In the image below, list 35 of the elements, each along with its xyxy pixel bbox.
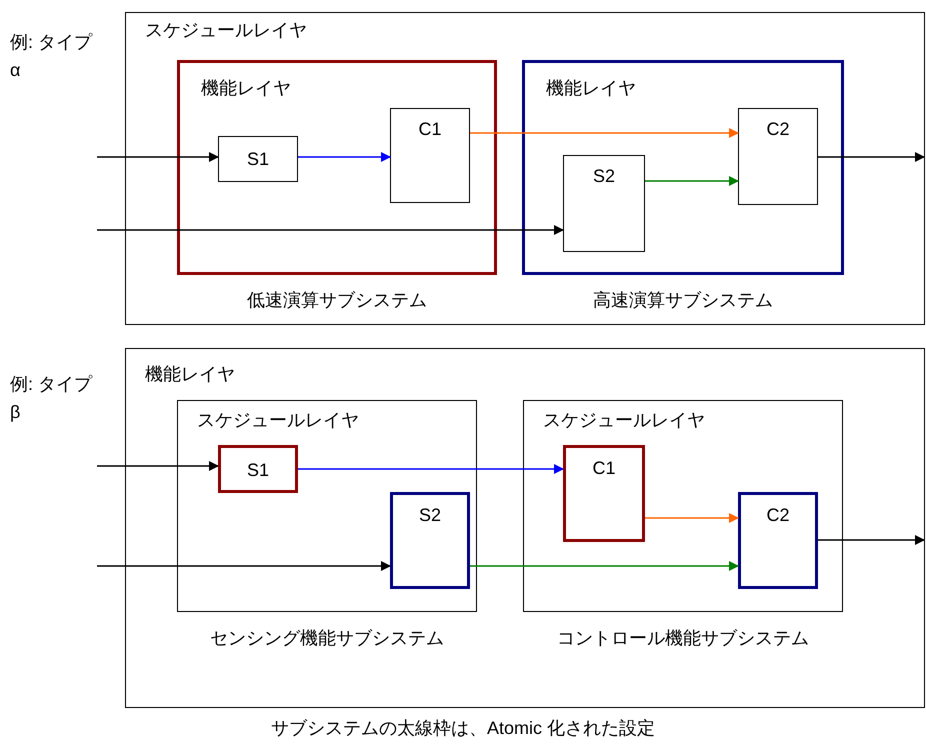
- block-box: C1: [563, 445, 645, 542]
- arrow: [470, 561, 739, 571]
- arrow: [298, 464, 564, 474]
- layer-title: 機能レイヤ: [145, 363, 235, 386]
- block-box: S1: [218, 445, 298, 493]
- arrow: [470, 128, 739, 138]
- layer-title: スケジュールレイヤ: [543, 409, 705, 432]
- arrow: [97, 561, 391, 571]
- arrow: [298, 152, 391, 162]
- block-box: S1: [218, 136, 298, 182]
- arrow: [818, 535, 925, 545]
- arrow: [645, 176, 739, 186]
- arrow: [97, 461, 219, 471]
- layer-frame: [125, 348, 925, 708]
- caption: サブシステムの太線枠は、Atomic 化された設定: [270, 717, 656, 740]
- arrow: [645, 513, 739, 523]
- subsystem-name: コントロール機能サブシステム: [556, 627, 810, 650]
- example-label: 例: タイプ β: [10, 373, 94, 424]
- layer-title: スケジュールレイヤ: [145, 19, 307, 42]
- block-box: S2: [390, 492, 470, 589]
- example-label: 例: タイプ α: [10, 31, 94, 82]
- subsystem-name: センシング機能サブシステム: [209, 627, 445, 650]
- arrow: [818, 152, 925, 162]
- layer-title: スケジュールレイヤ: [197, 409, 359, 432]
- block-box: C2: [738, 492, 818, 589]
- block-box: S2: [563, 155, 645, 252]
- layer-frame: [125, 12, 925, 325]
- block-box: C1: [390, 108, 470, 203]
- subsystem-name: 低速演算サブシステム: [246, 289, 428, 312]
- block-box: C2: [738, 108, 818, 205]
- subsystem-name: 高速演算サブシステム: [592, 289, 774, 312]
- layer-title: 機能レイヤ: [546, 77, 636, 100]
- layer-title: 機能レイヤ: [201, 77, 291, 100]
- arrow: [97, 225, 564, 235]
- arrow: [97, 152, 219, 162]
